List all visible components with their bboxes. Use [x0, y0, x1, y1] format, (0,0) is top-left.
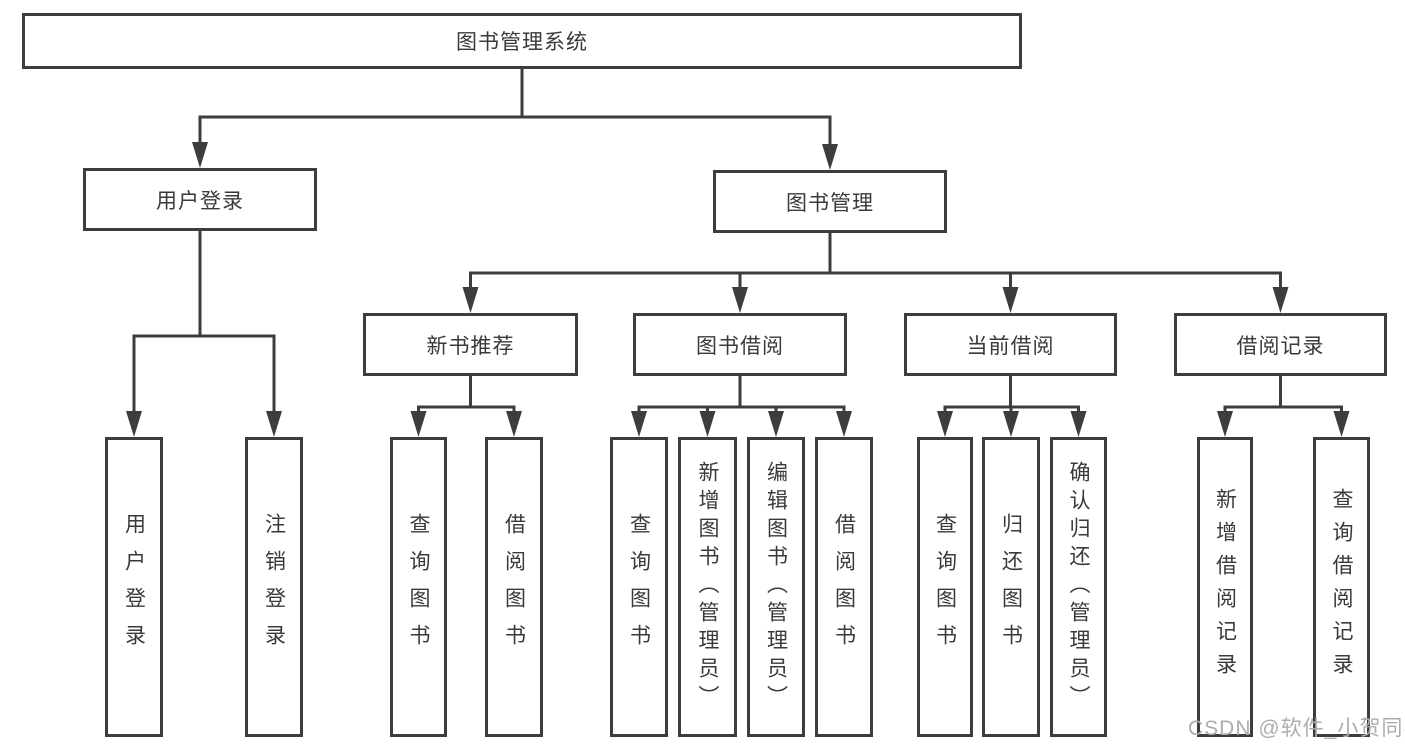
node-label-c_return: 归还图书	[999, 513, 1023, 661]
arrowhead-icon	[836, 411, 852, 437]
arrowhead-icon	[126, 411, 142, 437]
node-label-r_add: 新增借阅记录	[1213, 488, 1237, 686]
arrowhead-icon	[1333, 411, 1350, 437]
node-records: 借阅记录	[1174, 313, 1387, 376]
node-login: 用户登录	[83, 168, 317, 231]
arrowhead-icon	[506, 411, 522, 437]
node-label-root: 图书管理系统	[456, 31, 588, 54]
node-label-c_confirm: 确认归还（管理员）	[1067, 461, 1090, 713]
node-borrow: 图书借阅	[633, 313, 847, 376]
node-mgmt: 图书管理	[713, 170, 947, 233]
arrowhead-icon	[699, 411, 716, 437]
arrowhead-icon	[1002, 287, 1019, 313]
node-label-leaf_logout: 注销登录	[262, 513, 286, 661]
node-c_query: 查询图书	[917, 437, 973, 737]
node-label-c_query: 查询图书	[933, 513, 957, 661]
node-label-leaf_user_login: 用户登录	[122, 513, 146, 661]
node-leaf_logout: 注销登录	[245, 437, 303, 737]
node-c_confirm: 确认归还（管理员）	[1050, 437, 1107, 737]
node-r_add: 新增借阅记录	[1197, 437, 1253, 737]
node-b_borrow: 借阅图书	[815, 437, 873, 737]
arrowhead-icon	[822, 144, 838, 170]
watermark: CSDN @软件_小贺同学	[1188, 717, 1405, 740]
arrowhead-icon	[768, 411, 784, 437]
node-label-b_borrow: 借阅图书	[832, 513, 856, 661]
arrowhead-icon	[192, 142, 208, 168]
arrowhead-icon	[1272, 287, 1289, 313]
node-label-current: 当前借阅	[966, 334, 1055, 358]
node-b_query: 查询图书	[610, 437, 668, 737]
arrowhead-icon	[732, 287, 748, 313]
node-label-b_edit: 编辑图书（管理员）	[764, 461, 788, 713]
node-label-borrow: 图书借阅	[696, 334, 784, 358]
node-r_query: 查询借阅记录	[1313, 437, 1370, 737]
arrowhead-icon	[410, 411, 427, 437]
node-current: 当前借阅	[904, 313, 1117, 376]
node-label-b_query: 查询图书	[627, 513, 651, 661]
node-root: 图书管理系统	[22, 13, 1022, 69]
node-label-rec_borrow: 借阅图书	[502, 513, 526, 661]
arrowhead-icon	[266, 411, 282, 437]
arrowhead-icon	[1070, 411, 1087, 437]
arrowhead-icon	[631, 411, 647, 437]
node-label-rec: 新书推荐	[426, 334, 515, 358]
node-b_add: 新增图书（管理员）	[678, 437, 737, 737]
node-label-rec_query: 查询图书	[407, 513, 430, 661]
node-rec_borrow: 借阅图书	[485, 437, 543, 737]
node-rec: 新书推荐	[363, 313, 578, 376]
node-leaf_user_login: 用户登录	[105, 437, 163, 737]
node-label-r_query: 查询借阅记录	[1330, 488, 1353, 686]
arrowhead-icon	[937, 411, 953, 437]
node-label-login: 用户登录	[156, 189, 244, 213]
node-b_edit: 编辑图书（管理员）	[747, 437, 805, 737]
arrowhead-icon	[1003, 411, 1019, 437]
node-label-b_add: 新增图书（管理员）	[696, 461, 719, 713]
arrowhead-icon	[462, 287, 479, 313]
node-label-records: 借阅记录	[1236, 334, 1325, 358]
node-rec_query: 查询图书	[390, 437, 447, 737]
node-label-mgmt: 图书管理	[786, 191, 874, 215]
node-c_return: 归还图书	[982, 437, 1040, 737]
arrowhead-icon	[1217, 411, 1233, 437]
